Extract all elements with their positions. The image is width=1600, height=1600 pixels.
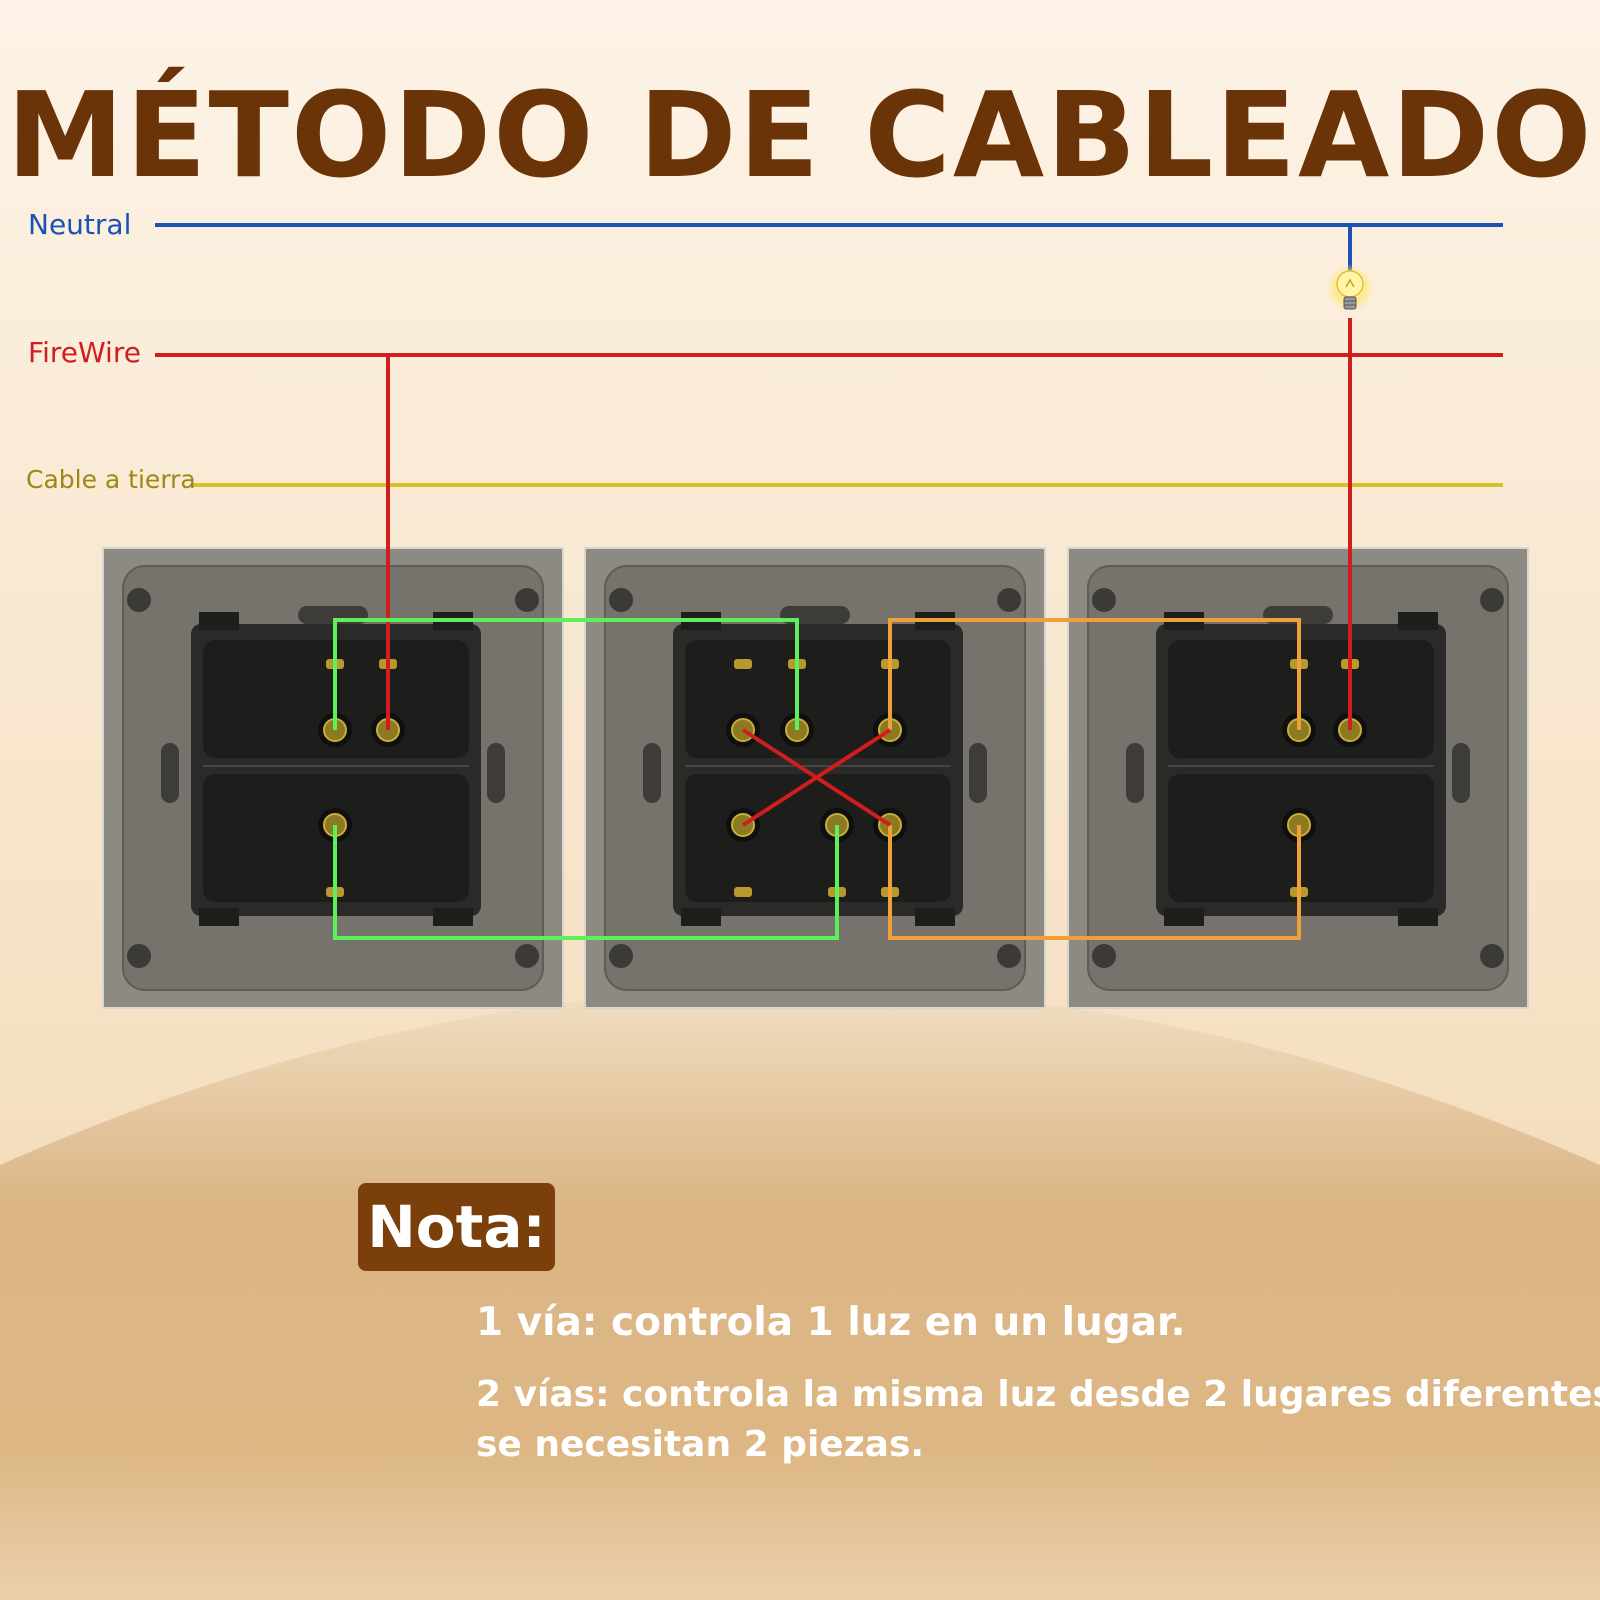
neutral-wire-label: Neutral <box>28 208 132 241</box>
ground-wire-label: Cable a tierra <box>26 465 196 494</box>
green-traveler-wire-bottom <box>333 825 839 940</box>
switch-plates <box>102 547 1529 1009</box>
green-traveler-wire-top <box>333 618 799 730</box>
page-title: MÉTODO DE CABLEADO <box>6 66 1594 204</box>
switch-one-way-plate <box>102 547 564 1009</box>
light-bulb-icon <box>1326 264 1374 312</box>
orange-traveler-wire-bottom <box>888 825 1301 940</box>
orange-traveler-wire-top <box>888 618 1301 730</box>
note-line-two-way: 2 vías: controla la misma luz desde 2 lu… <box>476 1374 1600 1415</box>
note-line-two-way-cont: se necesitan 2 piezas. <box>476 1424 925 1465</box>
note-line-one-way: 1 vía: controla 1 luz en un lugar. <box>476 1300 1186 1345</box>
cross-wire-b <box>741 728 892 827</box>
note-badge: Nota: <box>358 1183 555 1271</box>
note-badge-label: Nota: <box>367 1193 546 1261</box>
switch-two-way-plate <box>1067 547 1529 1009</box>
background-dome <box>0 987 1600 1600</box>
fire-wire-label: FireWire <box>28 336 141 369</box>
